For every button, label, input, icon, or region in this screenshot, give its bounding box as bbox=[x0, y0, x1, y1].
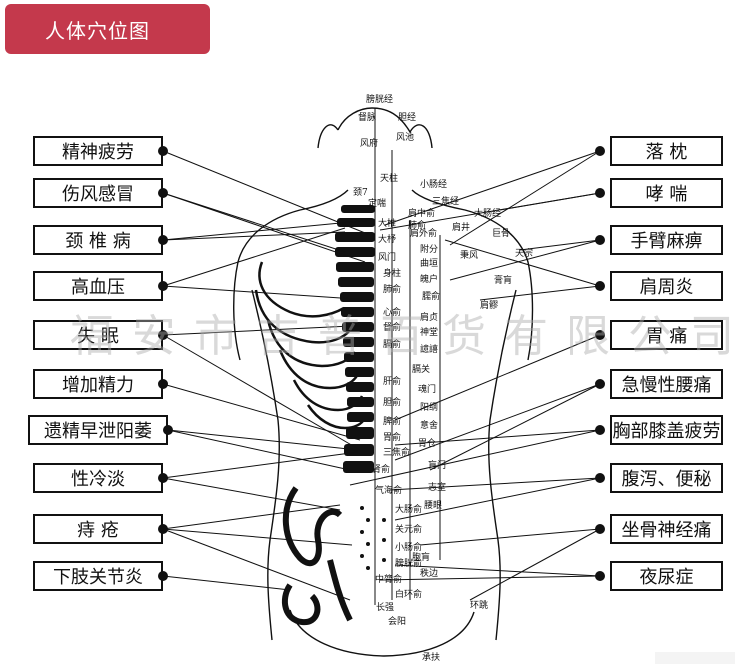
spine-acupoint-label: 中膂俞 bbox=[375, 573, 402, 585]
spine-acupoint-label: 风池 bbox=[396, 131, 414, 143]
condition-box-chest-knee: 胸部膝盖疲劳 bbox=[610, 415, 723, 445]
spine-acupoint-label: 三焦俞 bbox=[383, 446, 410, 458]
spine-acupoint-label: 心俞 bbox=[383, 306, 401, 318]
side-acupoint-label: 小肠经 bbox=[420, 178, 447, 190]
spine bbox=[335, 205, 375, 473]
side-acupoint-label: 三焦经 bbox=[432, 195, 459, 207]
right-dots bbox=[595, 146, 605, 581]
side-acupoint-label: 魄户 bbox=[420, 273, 438, 285]
side-acupoint-label: 腰眼 bbox=[424, 500, 442, 511]
condition-box-impotence: 遗精早泄阳萎 bbox=[28, 415, 168, 445]
side-acupoint-label: 志室 bbox=[428, 481, 446, 493]
side-acupoint-label: 秩边 bbox=[420, 568, 438, 579]
condition-box-sciatica: 坐骨神经痛 bbox=[610, 514, 723, 544]
sacral-dots bbox=[360, 506, 386, 570]
side-acupoint-label: 天宗 bbox=[515, 247, 533, 259]
spine-acupoint-label: 气海俞 bbox=[375, 484, 402, 496]
condition-box-frozen-shoulder: 肩周炎 bbox=[610, 271, 723, 301]
side-acupoint-label: 肩中俞 bbox=[408, 207, 435, 219]
condition-box-enuresis: 夜尿症 bbox=[610, 561, 723, 591]
side-acupoint-label: 大肠经 bbox=[474, 207, 501, 219]
spine-acupoint-label: 定喘 bbox=[368, 197, 386, 209]
bottom-edge-fragment bbox=[655, 652, 735, 664]
side-acupoint-label: 秉风 bbox=[460, 249, 478, 261]
condition-box-stomachache: 胃 痛 bbox=[610, 320, 723, 350]
side-acupoint-label: 肩贞 bbox=[420, 311, 438, 323]
side-acupoint-label: 曲垣 bbox=[420, 258, 438, 269]
side-acupoint-label: 环跳 bbox=[470, 599, 488, 611]
spine-acupoint-label: 肾俞 bbox=[372, 463, 390, 475]
spine-acupoint-label: 大杼 bbox=[378, 233, 396, 245]
acupoint-labels: 膀胱经督脉胆经风府风池颈7天柱定喘大椎大杼风门肺俞身柱肺俞心俞督俞膈俞肝俞胆俞脾… bbox=[353, 93, 533, 663]
side-acupoint-label: 譩譆 bbox=[420, 343, 438, 355]
condition-box-back-pain: 急慢性腰痛 bbox=[610, 369, 723, 399]
spine-acupoint-label: 膀胱俞 bbox=[395, 557, 422, 569]
condition-box-frigidity: 性冷淡 bbox=[33, 463, 163, 493]
condition-box-arm-numbness: 手臂麻痹 bbox=[610, 225, 723, 255]
condition-box-arthritis: 下肢关节炎 bbox=[33, 561, 163, 591]
spine-acupoint-label: 大肠俞 bbox=[395, 503, 422, 515]
side-acupoint-label: 胞肓 bbox=[412, 551, 430, 563]
spine-acupoint-label: 白环俞 bbox=[395, 588, 422, 600]
spine-acupoint-label: 身柱 bbox=[383, 267, 401, 279]
side-acupoint-label: 肩井 bbox=[452, 221, 470, 233]
side-acupoint-label: 肓门 bbox=[428, 459, 446, 471]
condition-box-diarrhea: 腹泻、便秘 bbox=[610, 463, 723, 493]
side-acupoint-label: 臑俞 bbox=[422, 290, 440, 302]
pelvis bbox=[281, 486, 353, 626]
spine-acupoint-label: 肝俞 bbox=[383, 375, 401, 387]
side-acupoint-label: 胃仓 bbox=[418, 437, 436, 449]
spine-acupoint-label: 胃俞 bbox=[383, 431, 401, 443]
condition-box-hemorrhoid: 痔 疮 bbox=[33, 514, 163, 544]
side-acupoint-label: 膈关 bbox=[412, 363, 430, 375]
page-title: 人体穴位图 bbox=[45, 18, 150, 43]
meridian-label: 胆经 bbox=[398, 111, 416, 123]
spine-acupoint-label: 脾俞 bbox=[383, 415, 401, 427]
condition-box-cervical: 颈 椎 病 bbox=[33, 225, 163, 255]
right-connectors bbox=[349, 150, 601, 601]
spine-acupoint-label: 会阳 bbox=[388, 615, 406, 627]
spine-acupoint-label: 天柱 bbox=[380, 172, 398, 184]
spine-acupoint-label: 承扶 bbox=[422, 651, 440, 663]
spine-acupoint-label: 大椎 bbox=[378, 217, 396, 229]
side-acupoint-label: 阳纲 bbox=[420, 401, 438, 413]
side-acupoint-label: 肩髎 bbox=[480, 299, 498, 311]
spine-acupoint-label: 颈7 bbox=[353, 187, 368, 198]
side-acupoint-label: 魂门 bbox=[418, 383, 436, 395]
condition-box-asthma: 哮 喘 bbox=[610, 178, 723, 208]
spine-acupoint-label: 肺俞 bbox=[408, 219, 426, 231]
meridian-label: 督脉 bbox=[358, 111, 376, 123]
spine-acupoint-label: 膈俞 bbox=[383, 338, 401, 350]
condition-box-energy: 增加精力 bbox=[33, 369, 163, 399]
spine-acupoint-label: 关元俞 bbox=[395, 523, 422, 535]
side-acupoint-label: 附分 bbox=[420, 243, 438, 255]
spine-acupoint-label: 风府 bbox=[360, 137, 378, 149]
left-connectors bbox=[162, 150, 373, 601]
title-tab: 人体穴位图 bbox=[5, 4, 210, 54]
condition-box-insomnia: 失 眠 bbox=[33, 320, 163, 350]
condition-box-cold: 伤风感冒 bbox=[33, 178, 163, 208]
side-acupoint-label: 意舍 bbox=[420, 419, 438, 431]
spine-acupoint-label: 小肠俞 bbox=[395, 541, 422, 553]
side-acupoint-label: 膏肓 bbox=[494, 274, 512, 286]
condition-box-fatigue: 精神疲劳 bbox=[33, 136, 163, 166]
spine-acupoint-label: 长强 bbox=[376, 601, 394, 613]
condition-box-hypertension: 高血压 bbox=[33, 271, 163, 301]
spine-acupoint-label: 督俞 bbox=[383, 321, 401, 333]
side-acupoint-label: 肩外俞 bbox=[410, 227, 437, 239]
side-acupoint-label: 神堂 bbox=[420, 326, 438, 338]
spine-acupoint-label: 风门 bbox=[378, 251, 396, 263]
spine-acupoint-label: 肺俞 bbox=[383, 283, 401, 295]
condition-box-stiff-neck: 落 枕 bbox=[610, 136, 723, 166]
spine-acupoint-label: 胆俞 bbox=[383, 396, 401, 408]
left-dots bbox=[158, 146, 173, 581]
meridian-lines bbox=[374, 108, 441, 605]
side-acupoint-label: 巨骨 bbox=[492, 228, 510, 239]
meridian-label: 膀胱经 bbox=[366, 93, 393, 105]
